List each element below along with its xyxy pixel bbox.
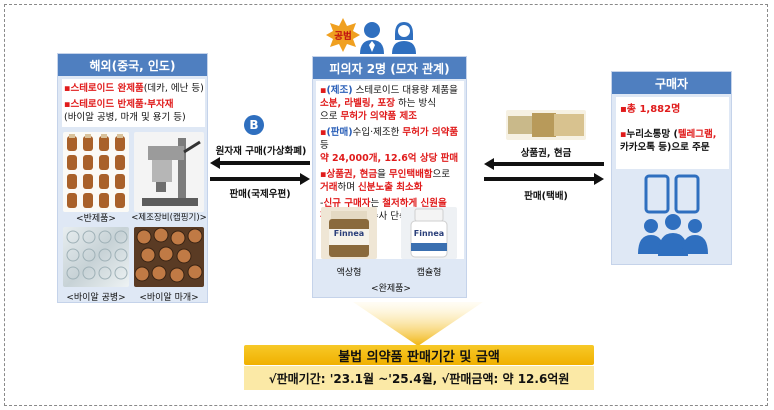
- overseas-header: 해외(중국, 인도): [58, 54, 207, 76]
- starburst-icon: [326, 18, 360, 52]
- overseas-panel: 해외(중국, 인도) ▪스테로이드 완제품(데카, 에난 등) ▪스테로이드 반…: [57, 53, 208, 303]
- overseas-item-2-detail: (바이알 공병, 마개 및 용기 등): [64, 112, 186, 123]
- overseas-text-box: ▪스테로이드 완제품(데카, 에난 등) ▪스테로이드 반제품·부자재 (바이알…: [62, 79, 205, 127]
- summary-detail: √판매기간: '23.1월 ~'25.4월, √판매금액: 약 12.6억원: [244, 366, 594, 390]
- male-suspect-icon: [358, 20, 386, 58]
- capsule-product-photo: Finnea: [401, 207, 457, 259]
- caption-liquid: 액상형: [336, 268, 362, 278]
- glass-vials-illustration: [66, 230, 128, 280]
- courier-label: 판매(택배): [524, 191, 568, 202]
- down-arrow-glow: [353, 302, 483, 346]
- suspect-item-manufacture: ▪(제조) 스테로이드 대용량 제품을 소분, 라벨링, 포장 하는 방식 으로…: [320, 85, 458, 122]
- phones-and-users-icon: [638, 174, 708, 256]
- liquid-product-photo: Finnea: [321, 207, 377, 259]
- intl-mail-label: 판매(국제우편): [229, 189, 291, 200]
- female-suspect-icon: [390, 20, 418, 58]
- left-arrow-to-overseas: [210, 157, 310, 169]
- caption-semi-finished: <반제품>: [76, 214, 116, 224]
- buyers-panel: 구매자 ▪총 1,882명 ▪누리소통망 (텔레그램, 카카오톡 등)으로 주문: [611, 71, 732, 265]
- vial-caps-photo: [134, 227, 204, 287]
- bitcoin-icon: B: [244, 115, 264, 135]
- buyers-text-box: ▪총 1,882명 ▪누리소통망 (텔레그램, 카카오톡 등)으로 주문: [616, 97, 729, 169]
- caption-capsule: 캡슐형: [416, 268, 442, 278]
- caption-equipment: <제조장비(캡핑기)>: [131, 213, 207, 223]
- purchase-arrow-label: 원자재 구매(가상화폐): [215, 146, 307, 157]
- summary-title: 불법 의약품 판매기간 및 금액: [244, 345, 594, 365]
- buyers-header: 구매자: [612, 72, 731, 94]
- right-arrow-to-suspects: [210, 173, 310, 185]
- semi-finished-vials-photo: [63, 132, 129, 212]
- machine-illustration: [142, 138, 201, 206]
- buyers-total: ▪총 1,882명: [620, 104, 681, 115]
- caps-illustration: [134, 227, 203, 283]
- buyers-order-channel: ▪누리소통망 (텔레그램, 카카오톡 등)으로 주문: [620, 129, 717, 153]
- overseas-item-1: ▪스테로이드 완제품(데카, 에난 등): [64, 83, 204, 94]
- suspects-panel: 피의자 2명 (모자 관계) ▪(제조) 스테로이드 대용량 제품을 소분, 라…: [312, 56, 467, 298]
- caption-empty-vials: <바이알 공병>: [66, 293, 126, 303]
- overseas-item-2: ▪스테로이드 반제품·부자재: [64, 99, 174, 110]
- suspects-header: 피의자 2명 (모자 관계): [313, 57, 466, 79]
- suspect-item-sales: ▪(판매)수입·제조한 무허가 의약품 등 약 24,000개, 12.6억 상…: [320, 127, 459, 164]
- giftcard-cash-photo: [506, 110, 586, 140]
- payment-label: 상품권, 현금: [520, 148, 572, 159]
- caption-complete-products: <완제품>: [371, 284, 411, 294]
- caption-vial-caps: <바이알 마개>: [139, 293, 199, 303]
- right-arrow-to-buyers: [484, 173, 604, 185]
- left-arrow-to-suspects: [484, 158, 604, 170]
- capping-machine-photo: [134, 132, 204, 212]
- dashed-frame: [4, 4, 768, 406]
- accomplice-badge: 공범: [326, 18, 360, 52]
- empty-vials-photo: [63, 227, 129, 287]
- suspect-item-payment: ▪상품권, 현금을 무인택배함으로 거래하며 신분노출 최소화: [320, 169, 451, 193]
- vials-illustration: [67, 134, 125, 208]
